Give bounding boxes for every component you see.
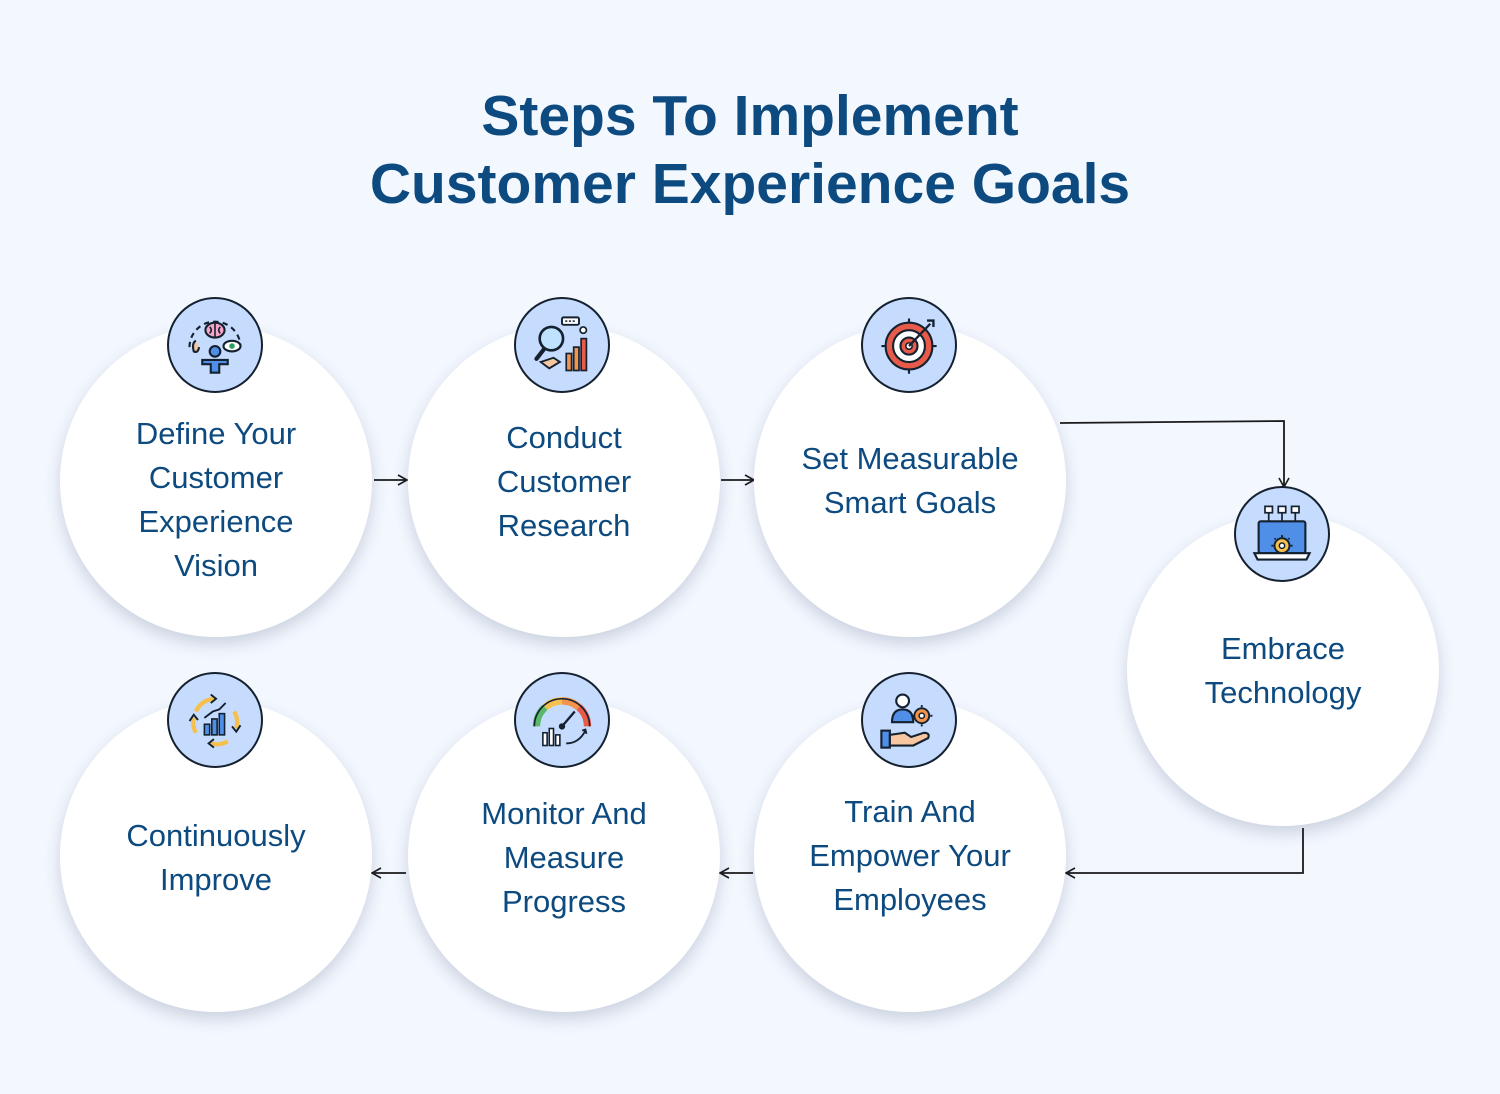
laptop-gear-network-icon (1234, 486, 1330, 582)
step-label: Embrace Technology (1204, 631, 1362, 710)
step-customer-research: Conduct Customer Research (408, 325, 720, 637)
hand-person-gear-icon (861, 672, 957, 768)
step-label: Continuously Improve (126, 818, 306, 897)
step-label: Set Measurable Smart Goals (801, 441, 1019, 520)
arrow-step-3-to-4 (1059, 420, 1290, 489)
step-label: Monitor And Measure Progress (481, 796, 647, 919)
step-label: Train And Empower Your Employees (809, 794, 1011, 917)
page-title: Steps To Implement Customer Experience G… (0, 82, 1500, 218)
step-train-employees: Train And Empower Your Employees (754, 700, 1066, 1012)
title-line-1: Steps To Implement (481, 84, 1019, 148)
research-magnifier-chart-icon (514, 297, 610, 393)
target-arrow-icon (861, 297, 957, 393)
vision-brain-eye-icon (167, 297, 263, 393)
arrow-step-4-to-5 (1064, 828, 1304, 879)
cycle-growth-chart-icon (167, 672, 263, 768)
title-line-2: Customer Experience Goals (369, 152, 1131, 216)
gauge-chart-icon (514, 672, 610, 768)
step-label: Define Your Customer Experience Vision (135, 416, 297, 583)
step-label: Conduct Customer Research (496, 420, 632, 543)
